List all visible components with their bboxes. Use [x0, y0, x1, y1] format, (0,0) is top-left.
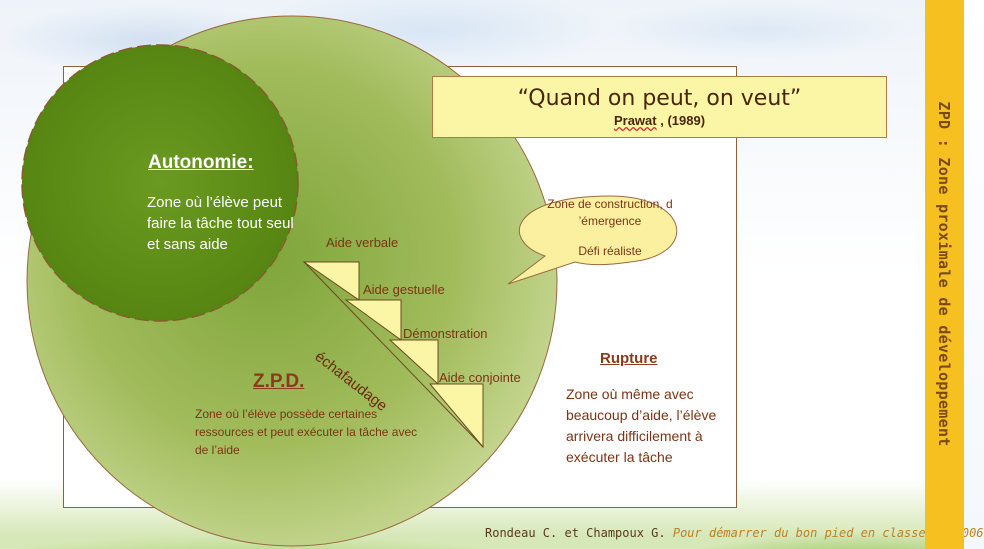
- bubble-subtext: Défi réaliste: [578, 244, 642, 258]
- autonomie-title: Autonomie:: [148, 152, 254, 173]
- step-4: [428, 383, 484, 449]
- source-credit: Rondeau C. et Champoux G. Pour démarrer …: [485, 526, 984, 540]
- speech-bubble: [507, 195, 678, 285]
- sidebar-title: ZPD : Zone proximale de développement: [935, 101, 953, 447]
- rupture-body: Zone où même avec beaucoup d’aide, l’élè…: [566, 386, 717, 465]
- step-label-1: Aide verbale: [326, 235, 399, 250]
- rupture-title: Rupture: [600, 350, 658, 367]
- quote-box: “Quand on peut, on veut” Prawat , (1989): [432, 76, 887, 138]
- bubble-text: Zone de construction, d ’émergence: [547, 197, 673, 228]
- step-2: [344, 299, 402, 341]
- step-label-4: Aide conjointe: [439, 370, 521, 385]
- autonomie-body: Zone où l’élève peut faire la tâche tout…: [147, 194, 294, 253]
- credit-authors: Rondeau C. et Champoux G.: [485, 526, 666, 540]
- zpd-body: Zone où l’élève possède certaines ressou…: [195, 407, 418, 457]
- quote-text: “Quand on peut, on veut”: [517, 86, 802, 111]
- diagram-shapes: [21, 15, 678, 547]
- credit-work: Pour démarrer du bon pied en classe SL 2…: [672, 526, 984, 540]
- step-label-3: Démonstration: [403, 326, 488, 341]
- staircase: [302, 261, 484, 449]
- quote-author: Prawat , (1989): [433, 113, 886, 128]
- autonomie-circle: [21, 44, 299, 322]
- quote-author-name: Prawat: [613, 113, 657, 128]
- step-label-2: Aide gestuelle: [363, 282, 445, 297]
- zpd-title: Z.P.D.: [253, 371, 305, 392]
- sidebar: [925, 0, 964, 549]
- step-3: [388, 339, 439, 386]
- step-1: [302, 261, 360, 301]
- quote-author-year: , (1989): [656, 113, 706, 128]
- scaffold-line: [303, 261, 484, 448]
